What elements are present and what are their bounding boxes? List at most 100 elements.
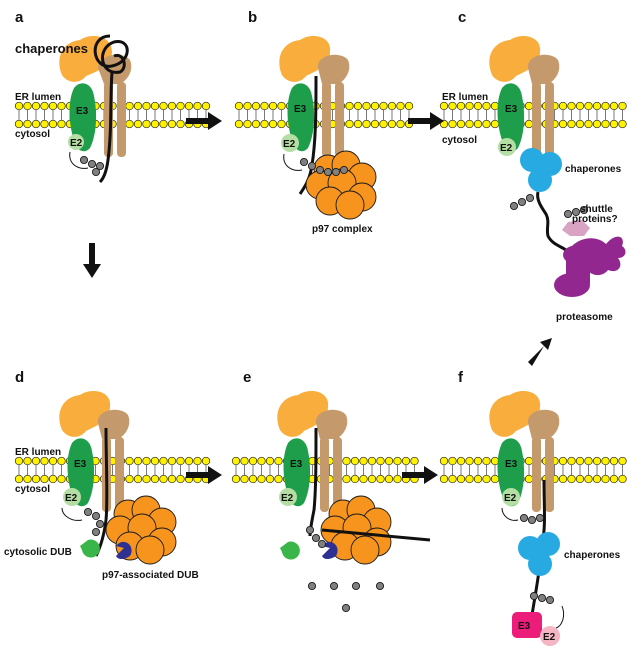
lipid-head — [473, 474, 483, 484]
lipid-head — [251, 101, 261, 111]
lipid-head — [410, 456, 419, 466]
lipid-head — [353, 101, 363, 111]
ubiquitin — [91, 167, 101, 177]
e2-label-c: E2 — [500, 143, 513, 154]
lipid-head — [584, 474, 593, 484]
ubiquitin — [517, 197, 527, 207]
ubiquitin — [307, 161, 317, 171]
lipid-head — [159, 474, 168, 484]
lipid-head — [150, 474, 160, 484]
ub-chain-b — [299, 157, 349, 177]
arrow-d-to-e — [186, 466, 222, 484]
lipid-head — [362, 119, 371, 129]
lipid-head — [575, 456, 585, 466]
e2-b — [281, 134, 299, 152]
label-cytosol-c: cytosol — [442, 135, 477, 146]
ubiquitin — [91, 511, 101, 521]
label-cytosol-a: cytosol — [15, 129, 50, 140]
hrd3-b — [317, 54, 350, 84]
lipid-head — [524, 101, 534, 111]
lipid-head — [57, 101, 66, 111]
lipid-head — [524, 456, 534, 466]
transfer-arrow-b — [283, 153, 303, 171]
p97-complex-b — [305, 150, 377, 220]
tan-subunit-f2 — [545, 437, 554, 512]
tan-subunit-e1 — [320, 437, 329, 512]
panel-f: f E3 E2 chaperones E3 E2 — [439, 369, 627, 646]
panel-label-f: f — [458, 369, 464, 386]
lipid-head — [277, 101, 286, 111]
lipid-head — [201, 456, 211, 466]
lipid-head — [618, 101, 627, 111]
p97-dub-e — [322, 541, 338, 559]
lumenal-chaperone-d — [59, 391, 111, 437]
lumenal-chaperone-b — [279, 36, 331, 82]
panel-label-c: c — [458, 9, 466, 26]
lipid-head — [567, 456, 576, 466]
label-er-lumen-a: ER lumen — [15, 92, 61, 103]
lipid-head — [133, 119, 143, 129]
tan-subunit-b2 — [335, 82, 344, 157]
label-cytosolic-dub-d: cytosolic DUB — [4, 547, 72, 558]
label-p97-b: p97 complex — [312, 224, 373, 235]
label-er-lumen-c: ER lumen — [442, 92, 488, 103]
ubiquitin — [571, 207, 581, 217]
lumenal-chaperone-e — [277, 391, 329, 437]
e2-e — [279, 488, 297, 506]
e3-label-e: E3 — [290, 459, 303, 470]
lipid-head — [48, 101, 58, 111]
lipid-head — [448, 119, 457, 129]
lipid-head — [384, 456, 394, 466]
lipid-head — [456, 474, 466, 484]
arrow-a-to-b — [186, 112, 222, 130]
lipid-head — [142, 119, 151, 129]
lipid-head — [176, 119, 185, 129]
lipid-head — [370, 119, 380, 129]
ubiquitin — [323, 167, 333, 177]
lipid-head — [23, 456, 32, 466]
label-shuttle-c: shuttle — [580, 204, 613, 215]
lipid-head — [359, 456, 368, 466]
lipid-head — [359, 474, 368, 484]
tan-subunit-a2 — [117, 82, 126, 157]
e2-cytosolic-f — [540, 626, 560, 646]
lipid-head — [393, 474, 402, 484]
ubiquitin — [329, 581, 339, 591]
lipid-head — [601, 101, 610, 111]
lipid-head — [473, 456, 483, 466]
lipid-head — [350, 456, 360, 466]
arrow-e-to-f — [402, 466, 438, 484]
lipid-head — [231, 456, 241, 466]
ubiquitin — [95, 519, 105, 529]
lipid-head — [260, 119, 269, 129]
lipid-head — [193, 456, 202, 466]
lipid-head — [367, 474, 377, 484]
e3-ligase-c — [497, 83, 525, 152]
lipid-head — [48, 456, 58, 466]
lumenal-chaperone-a — [59, 36, 112, 82]
hrd3-d — [97, 409, 130, 439]
lipid-head — [265, 456, 275, 466]
label-cytosol-d: cytosol — [15, 484, 50, 495]
ubiquitin — [307, 581, 317, 591]
free-ubiquitin-e — [307, 581, 385, 613]
lipid-head — [524, 119, 534, 129]
lipid-head — [376, 456, 385, 466]
lipid-head — [125, 101, 134, 111]
ub-chain-d — [83, 507, 105, 537]
ubiquitin — [317, 539, 327, 549]
e3-cytosolic-f — [512, 612, 542, 638]
lipid-head — [248, 474, 258, 484]
ub-chain-a — [79, 155, 105, 177]
lipid-head — [40, 474, 49, 484]
lipid-head — [342, 474, 351, 484]
lipid-head — [567, 101, 576, 111]
lipid-head — [167, 456, 177, 466]
label-chaperones-c: chaperones — [565, 164, 622, 175]
p97-subunit — [135, 535, 165, 565]
lipid-head — [159, 456, 168, 466]
substrate-a — [93, 34, 129, 184]
lipid-head — [558, 474, 568, 484]
lipid-head — [592, 456, 602, 466]
